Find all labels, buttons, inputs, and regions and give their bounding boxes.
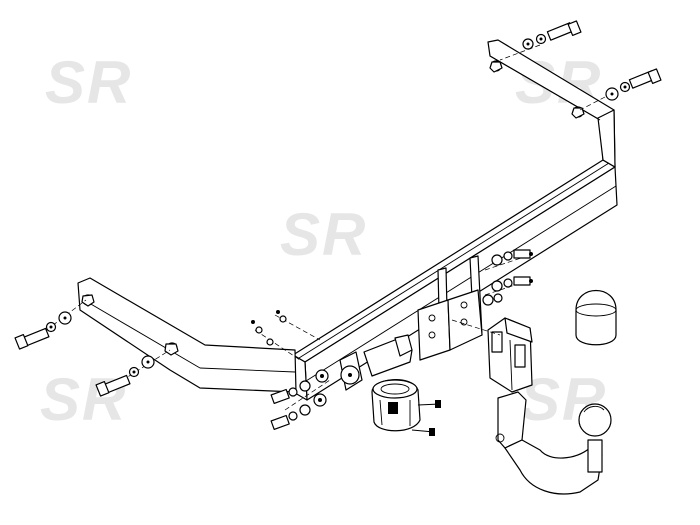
watermark-top-left: SR: [45, 49, 132, 116]
bolt-center-lower: [491, 276, 533, 292]
bolt-right-lower: [605, 68, 662, 101]
detachable-tow-ball-neck: [495, 391, 612, 495]
bolt-left-upper: [14, 311, 72, 350]
electrical-socket: [371, 379, 421, 432]
socket-screws: [411, 400, 441, 436]
socket-screw-lower: [411, 428, 435, 436]
bolt-lower-left-socket: [270, 369, 329, 405]
bolt-left-lower: [95, 355, 155, 397]
electrical-socket-bracket: [339, 334, 413, 391]
right-side-bracket: [487, 39, 616, 168]
right-mounting-bolts: [522, 20, 662, 101]
tow-ball-socket-receiver: [487, 317, 533, 393]
bolt-right-upper: [522, 20, 582, 50]
center-mounting-bolts: [482, 249, 533, 306]
bolt-center-mid: [482, 293, 503, 306]
watermark-center: SR: [280, 201, 367, 268]
bolt-center-upper: [491, 249, 533, 266]
crossbar-end-hardware: [251, 310, 329, 431]
socket-screw-upper: [417, 400, 441, 408]
bolt-lower-socket-2: [270, 393, 327, 431]
left-side-bracket: [77, 277, 297, 393]
tow-ball-cover-cap: [575, 289, 617, 346]
watermark-bottom-left: SR: [40, 366, 127, 433]
tow-bar-mount-plate: [417, 255, 483, 361]
left-mounting-bolts: [14, 311, 155, 397]
